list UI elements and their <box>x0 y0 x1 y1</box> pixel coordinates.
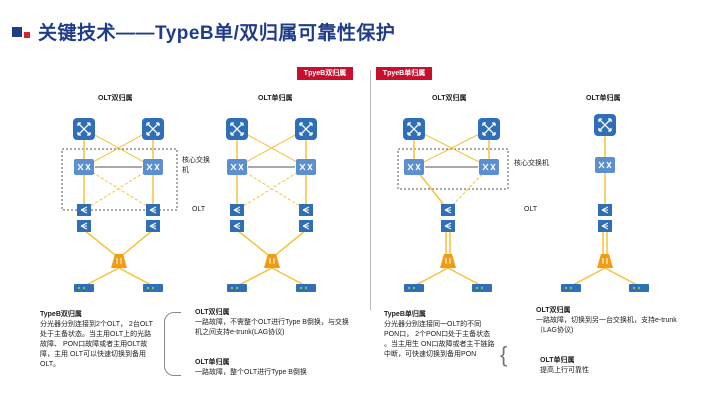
router-icon <box>225 117 249 141</box>
diagram-2 <box>225 117 318 292</box>
router-icon <box>72 117 96 141</box>
router-icon <box>593 113 617 137</box>
desc-far-bottom-title: OLT单归属 <box>540 357 575 364</box>
olt-label-a: OLT <box>192 206 206 213</box>
desc-right-title: TypeB单归属 <box>384 311 426 318</box>
onu-icon <box>404 284 424 292</box>
olt-icon <box>440 203 456 217</box>
diagram-1 <box>61 117 178 292</box>
diagram-4-header: OLT单归属 <box>586 95 621 102</box>
olt-icon <box>76 203 92 217</box>
tag-typeb-dual: TpyeB双归属 <box>297 67 353 80</box>
diagram-3-header: OLT双归属 <box>432 95 467 102</box>
onu-icon <box>472 284 492 292</box>
brace-right: { <box>500 342 508 367</box>
desc-mid-bottom: OLT单归属 一路故障，整个OLT进行Type B倒换 <box>195 358 355 378</box>
olt-icon <box>76 219 92 233</box>
diagram-2-header: OLT单归属 <box>258 95 293 102</box>
desc-mid-bottom-body: 一路故障，整个OLT进行Type B倒换 <box>195 369 307 376</box>
onu-icon <box>629 284 649 292</box>
switch-icon <box>73 158 95 176</box>
switch-icon <box>478 158 500 176</box>
olt-label-b: OLT <box>524 206 538 213</box>
olt-icon <box>229 203 245 217</box>
desc-far-top: OLT双归属 一路故障，切换到另一台交换机，支持e-trunk（LAG协议) <box>536 306 686 336</box>
desc-mid-top-body: 一路故障，不需整个OLT进行Type B倒换，与交换机之间支持e-trunk(L… <box>195 319 349 336</box>
splitter-icon <box>110 253 128 269</box>
onu-icon <box>227 284 247 292</box>
router-icon <box>477 117 501 141</box>
desc-right-body: 分光器分别连接同一OLT的不同PON口， 2个PON口处于主备状态 。当主用生 … <box>384 321 495 358</box>
olt-icon <box>298 219 314 233</box>
desc-far-bottom: OLT单归属 提高上行可靠性 <box>540 356 680 376</box>
desc-far-bottom-body: 提高上行可靠性 <box>540 367 589 374</box>
switch-icon <box>403 158 425 176</box>
olt-icon <box>145 203 161 217</box>
splitter-icon <box>439 253 457 269</box>
desc-mid-top-title: OLT双归属 <box>195 309 230 316</box>
switch-icon <box>226 158 248 176</box>
olt-icon <box>597 203 613 217</box>
router-icon <box>141 117 165 141</box>
core-switch-label-a: 核心交换 机 <box>182 157 210 174</box>
title-dot-icon <box>24 31 30 38</box>
slide-title-bar: 关键技术——TypeB单/双归属可靠性保护 <box>12 18 395 45</box>
splitter-icon <box>263 253 281 269</box>
switch-icon <box>142 158 164 176</box>
onu-icon <box>74 284 94 292</box>
desc-mid-bottom-title: OLT单归属 <box>195 359 230 366</box>
olt-icon <box>597 219 613 233</box>
router-icon <box>294 117 318 141</box>
olt-icon <box>145 219 161 233</box>
router-icon <box>402 117 426 141</box>
desc-far-top-body: 一路故障，切换到另一台交换机，支持e-trunk（LAG协议) <box>536 317 677 334</box>
title-square-icon <box>12 26 22 37</box>
olt-icon <box>440 219 456 233</box>
brace-left <box>164 312 181 376</box>
tag-typeb-single: TpyeB单归属 <box>376 67 432 80</box>
desc-left-body: 分光器分别连接到2个OLT， 2台OLT处于主备状态。当主用OLT上的光路故障、… <box>40 321 153 368</box>
section-divider <box>370 70 371 310</box>
desc-far-top-title: OLT双归属 <box>536 307 571 314</box>
desc-left: TypeB双归属 分光器分别连接到2个OLT， 2台OLT处于主备状态。当主用O… <box>40 310 155 370</box>
switch-icon <box>594 156 616 174</box>
desc-mid-top: OLT双归属 一路故障，不需整个OLT进行Type B倒换，与交换机之间支持e-… <box>195 308 355 338</box>
olt-icon <box>298 203 314 217</box>
onu-icon <box>143 284 163 292</box>
onu-icon <box>561 284 581 292</box>
desc-right: TypeB单归属 分光器分别连接同一OLT的不同PON口， 2个PON口处于主备… <box>384 310 496 360</box>
splitter-icon <box>596 253 614 269</box>
diagram-3 <box>397 117 509 292</box>
onu-icon <box>296 284 316 292</box>
switch-icon <box>295 158 317 176</box>
desc-left-title: TypeB双归属 <box>40 311 82 318</box>
olt-icon <box>229 219 245 233</box>
core-switch-label-b: 核心交换机 <box>514 160 549 167</box>
diagram-1-header: OLT双归属 <box>98 95 133 102</box>
slide-title: 关键技术——TypeB单/双归属可靠性保护 <box>38 23 396 44</box>
diagram-4 <box>561 113 649 292</box>
